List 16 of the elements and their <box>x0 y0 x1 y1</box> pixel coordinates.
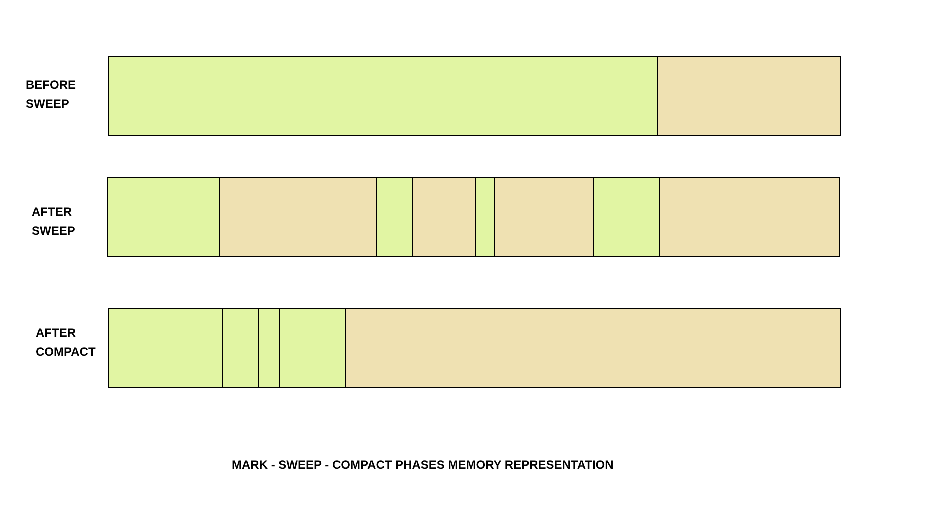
memory-block <box>475 178 494 256</box>
memory-block <box>593 178 659 256</box>
row-label: AFTER SWEEP <box>32 204 76 240</box>
memory-block <box>222 309 258 387</box>
memory-block <box>108 178 219 256</box>
memory-block <box>376 178 412 256</box>
row-label: BEFORE SWEEP <box>26 77 78 113</box>
memory-block <box>109 57 657 135</box>
caption: MARK - SWEEP - COMPACT PHASES MEMORY REPRESENTATION <box>232 457 614 474</box>
memory-bar <box>107 177 840 257</box>
row-label: AFTER COMPACT <box>36 325 97 361</box>
memory-block <box>258 309 279 387</box>
memory-bar <box>108 56 841 136</box>
memory-block <box>279 309 345 387</box>
memory-block <box>109 309 222 387</box>
memory-bar <box>108 308 841 388</box>
